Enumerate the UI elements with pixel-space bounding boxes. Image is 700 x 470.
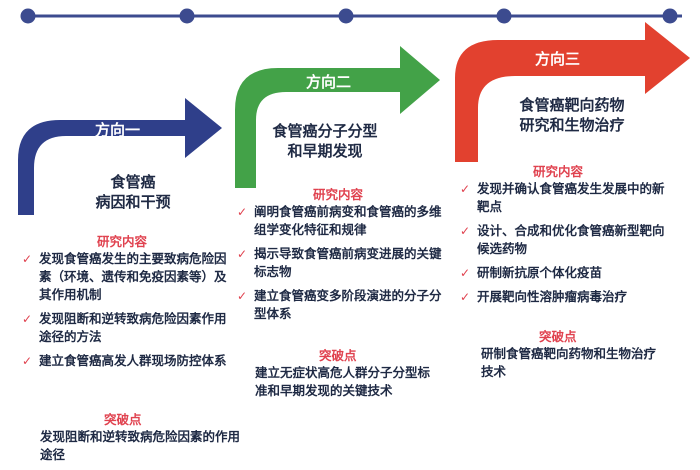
research-list: ✓ 发现食管癌发生的主要致病危险因素（环境、遗传和免疫因素等）及其作用机制 ✓ 发现… [22,250,227,376]
check-icon: ✓ [460,266,471,280]
item-text: 揭示导致食管癌前病变进展的关键标志物 [254,246,442,279]
item-text: 发现食管癌发生的主要致病危险因素（环境、遗传和免疫因素等）及其作用机制 [39,251,227,302]
check-icon: ✓ [460,224,471,238]
heading-line: 食管癌 [110,173,156,191]
list-item: ✓ 揭示导致食管癌前病变进展的关键标志物 [237,245,442,281]
check-icon: ✓ [237,289,248,303]
check-icon: ✓ [237,247,248,261]
list-item: ✓ 开展靶向性溶肿瘤病毒治疗 [460,288,665,306]
check-icon: ✓ [22,354,33,368]
breakthrough-text: 建立无症状高危人群分子分型标准和早期发现的关键技术 [255,365,431,398]
timeline-dot [179,8,195,24]
column-heading: 食管癌 病因和干预 [78,172,188,212]
item-text: 阐明食管癌前病变和食管癌的多维组学变化特征和规律 [254,204,442,237]
check-icon: ✓ [22,312,33,326]
list-item: ✓ 建立食管癌变多阶段演进的分子分型体系 [237,287,442,323]
arrow-direction-3 [455,22,690,162]
direction-title: 方向二 [306,73,352,91]
breakthrough-text: 发现阻断和逆转致病危险因素的作用途径 [40,429,241,462]
item-text: 发现并确认食管癌发生发展中的新靶点 [477,181,665,214]
heading-line: 食管癌分子分型 [272,122,378,140]
list-item: ✓ 设计、合成和优化食管癌新型靶向候选药物 [460,222,665,258]
breakthrough-label: 突破点 [104,412,142,427]
timeline-dot [338,8,354,24]
arrow-direction-1 [18,98,222,215]
column-heading: 食管癌靶向药物 研究和生物治疗 [482,95,662,135]
heading-line: 食管癌靶向药物 [519,96,625,114]
check-icon: ✓ [237,205,248,219]
breakthrough-label: 突破点 [319,348,357,363]
arrow-direction-2 [235,46,440,188]
check-icon: ✓ [22,252,33,266]
research-list: ✓ 阐明食管癌前病变和食管癌的多维组学变化特征和规律 ✓ 揭示导致食管癌前病变进展的… [237,203,442,329]
list-item: ✓ 建立食管癌高发人群现场防控体系 [22,352,227,370]
item-text: 开展靶向性溶肿瘤病毒治疗 [477,289,628,304]
list-item: ✓ 研制新抗原个体化疫苗 [460,264,665,282]
check-icon: ✓ [460,182,471,196]
item-text: 建立食管癌变多阶段演进的分子分型体系 [254,288,442,321]
timeline-dot [20,8,36,24]
timeline [20,8,682,24]
list-item: ✓ 发现食管癌发生的主要致病危险因素（环境、遗传和免疫因素等）及其作用机制 [22,250,227,304]
breakthrough-text: 研制食管癌靶向药物和生物治疗技术 [481,346,657,379]
item-text: 研制新抗原个体化疫苗 [477,265,603,280]
heading-line: 病因和干预 [95,193,171,211]
list-item: ✓ 发现阻断和逆转致病危险因素作用途径的方法 [22,310,227,346]
check-icon: ✓ [460,290,471,304]
item-text: 建立食管癌高发人群现场防控体系 [39,353,227,368]
heading-line: 和早期发现 [287,142,363,160]
breakthrough-label: 突破点 [539,329,577,344]
item-text: 设计、合成和优化食管癌新型靶向候选药物 [477,223,665,256]
list-item: ✓ 发现并确认食管癌发生发展中的新靶点 [460,180,665,216]
item-text: 发现阻断和逆转致病危险因素作用途径的方法 [39,311,227,344]
list-item: ✓ 阐明食管癌前病变和食管癌的多维组学变化特征和规律 [237,203,442,239]
timeline-dot [662,8,678,24]
timeline-dot [496,8,512,24]
research-label: 研究内容 [97,234,148,249]
heading-line: 研究和生物治疗 [519,116,625,134]
direction-title: 方向三 [535,50,581,68]
research-label: 研究内容 [533,164,584,179]
research-label: 研究内容 [313,187,364,202]
column-heading: 食管癌分子分型 和早期发现 [255,121,395,161]
research-list: ✓发现并确认食管癌发生发展中的新靶点 ✓设计、合成和优化食管癌新型靶向候选药物 … [460,180,665,312]
direction-title: 方向一 [95,121,141,139]
